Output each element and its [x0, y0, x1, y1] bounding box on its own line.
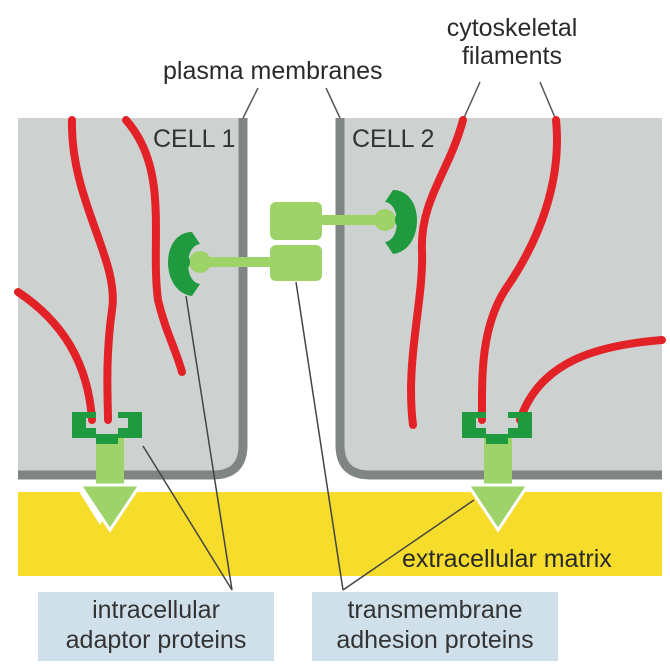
cell-cell-adhesion-proteins — [189, 202, 396, 281]
filament-pointer-2 — [539, 81, 557, 121]
cell-cell-adaptor-protein-2 — [385, 190, 417, 254]
cell-cell-adaptor-protein-1 — [168, 232, 200, 296]
matrix-adaptor-protein-1 — [72, 412, 142, 444]
adaptor-label-line-2: adaptor proteins — [65, 626, 247, 654]
filament — [122, 116, 186, 376]
cell-1-filaments — [14, 116, 186, 424]
adhesion-proteins-label-box: transmembrane adhesion proteins — [312, 592, 558, 661]
adaptor-pointer-1 — [142, 445, 233, 591]
cytoskeletal-label-line-1: cytoskeletal — [446, 14, 578, 42]
plasma-membrane-pointer-1 — [242, 87, 259, 119]
matrix-adaptor-protein-2 — [462, 412, 532, 444]
cell-2-membrane — [335, 118, 662, 480]
extracellular-matrix-label: extracellular matrix — [402, 545, 612, 573]
cytoskeletal-label-line-2: filaments — [461, 42, 563, 70]
filament — [67, 116, 117, 424]
adhesion-label-line-2: adhesion proteins — [336, 626, 534, 654]
cytoskeletal-filaments-label: cytoskeletal filaments — [412, 14, 612, 70]
filament — [477, 116, 561, 424]
matrix-adhesion-protein-1 — [77, 436, 143, 533]
filament-pointer-1 — [462, 81, 481, 121]
filament — [516, 336, 666, 424]
plasma-membranes-label: plasma membranes — [163, 57, 383, 85]
adaptor-pointer-2 — [185, 295, 233, 591]
filament — [14, 288, 96, 424]
adhesion-pointer-1 — [295, 281, 344, 591]
adhesion-label-line-1: transmembrane — [347, 596, 523, 624]
cell-1-label: CELL 1 — [153, 125, 236, 153]
cell-2-filaments — [407, 116, 666, 429]
cell-1-membrane — [18, 118, 248, 480]
adaptor-proteins-label-box: intracellular adaptor proteins — [38, 592, 274, 661]
adaptor-label-line-1: intracellular — [92, 596, 220, 624]
adhesion-pointer-2 — [342, 499, 475, 591]
cell-1-body — [18, 118, 243, 475]
filament — [407, 116, 467, 429]
matrix-adhesion-protein-2 — [465, 436, 531, 533]
plasma-membrane-pointer-2 — [325, 87, 341, 119]
cell-2-label: CELL 2 — [352, 125, 435, 153]
